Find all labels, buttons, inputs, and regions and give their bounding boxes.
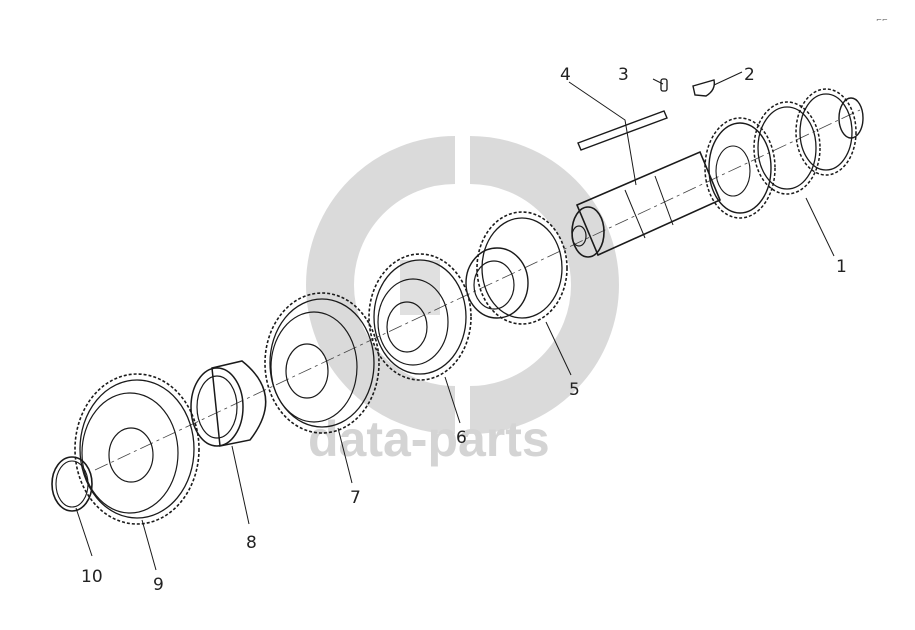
corner-mark: ⌐⌐ <box>876 16 888 24</box>
callout-7: 7 <box>350 488 361 508</box>
part-2-key <box>692 79 716 97</box>
callout-8: 8 <box>246 533 257 553</box>
shaft-gear-3 <box>795 88 857 176</box>
part-8-bushing <box>190 360 267 447</box>
callout-labels: 1 2 3 4 5 6 7 8 9 10 <box>81 65 847 595</box>
part-10-snap-ring <box>51 456 93 512</box>
leader-lines <box>75 71 835 571</box>
assembly-axis <box>94 109 861 471</box>
part-7-gear <box>264 292 380 434</box>
part-9-gear <box>74 373 200 525</box>
part-4-long-key <box>577 110 668 151</box>
part-3-pin <box>660 78 668 92</box>
callout-5: 5 <box>569 380 580 400</box>
watermark-logo <box>306 136 619 434</box>
callout-10: 10 <box>81 567 103 587</box>
shaft-gear-1 <box>704 117 776 219</box>
watermark-text: data-parts <box>308 411 550 467</box>
part-1-shaft <box>571 88 864 258</box>
part-6-gear <box>368 253 472 381</box>
callout-6: 6 <box>456 428 467 448</box>
part-5-gear <box>465 211 568 325</box>
callout-1: 1 <box>836 257 847 277</box>
callout-4: 4 <box>560 65 571 85</box>
callout-3: 3 <box>618 65 629 85</box>
callout-2: 2 <box>744 65 755 85</box>
shaft-gear-2 <box>753 101 821 195</box>
callout-9: 9 <box>153 575 164 595</box>
